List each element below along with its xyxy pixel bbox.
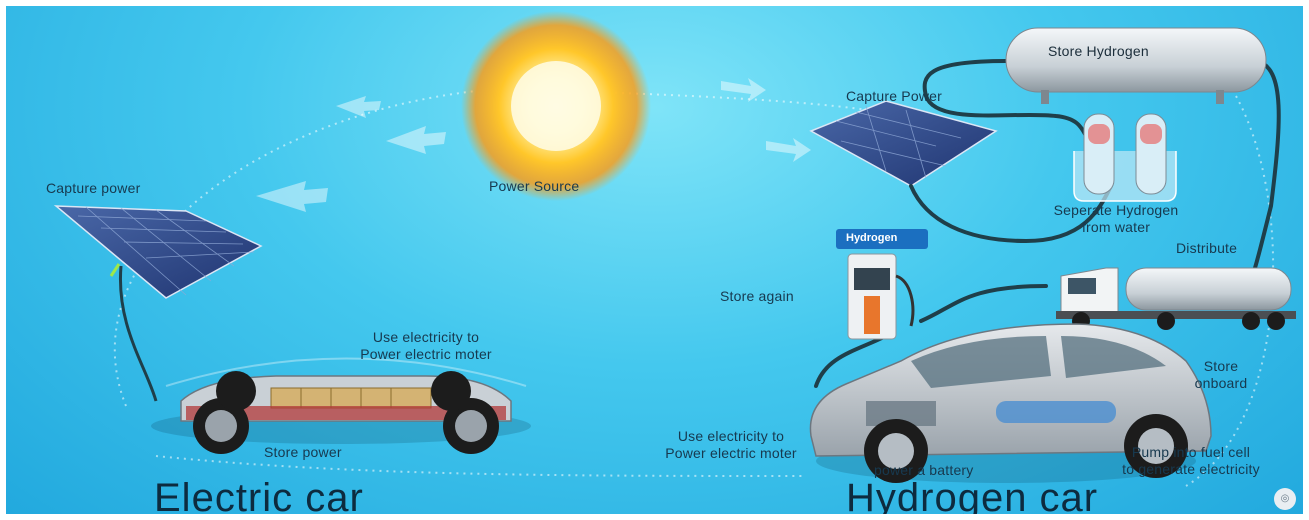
pump-sign-text: Hydrogen [846, 232, 898, 244]
label-store-hydrogen: Store Hydrogen [1048, 43, 1149, 59]
label-separate-line2: from water [1081, 219, 1151, 235]
label-use-electricity-left-line2: Power electric moter [360, 346, 492, 362]
label-store-onboard-line2: onboard [1194, 375, 1248, 391]
light-arrows-right [721, 78, 811, 162]
label-store-again: Store again [720, 288, 794, 304]
label-capture-power-left: Capture power [46, 180, 141, 196]
electric-car-chassis-icon [151, 357, 531, 454]
label-use-electricity-right-line2: Power electric moter [665, 445, 797, 461]
hydrogen-vs-electric-diagram: Power Source Capture power Use electrici… [6, 6, 1303, 514]
sun-icon [461, 11, 651, 201]
label-capture-power-right: Capture Power [846, 88, 942, 104]
light-arrows-left [256, 96, 446, 212]
diagram-graphics [53, 11, 1296, 487]
label-use-electricity-right-line1: Use electricity to [677, 428, 785, 444]
label-store-onboard-line1: Store [1203, 358, 1239, 374]
label-store-power: Store power [264, 444, 342, 460]
label-pump-fuel-cell: Pump into fuel cell to generate electric… [1086, 444, 1296, 478]
electrolysis-cell-icon [1073, 113, 1177, 202]
label-pump-fuel-line1: Pump into fuel cell [1131, 444, 1251, 460]
label-distribute: Distribute [1176, 240, 1238, 256]
label-power-source: Power Source [489, 178, 580, 194]
label-use-electricity-right: Use electricity to Power electric moter [621, 428, 841, 462]
cable-left [118, 265, 158, 402]
solar-panel-left-icon [53, 205, 263, 299]
hydrogen-car-icon [809, 323, 1212, 483]
solar-panel-right-icon [809, 100, 998, 187]
watermark-badge-icon: ◎ [1274, 488, 1296, 510]
hydrogen-tank-icon [1005, 27, 1267, 104]
label-separate-hydrogen: Seperate Hydrogen from water [1006, 202, 1226, 236]
label-use-electricity-left: Use electricity to Power electric moter [306, 329, 546, 363]
title-electric-car: Electric car [154, 476, 364, 514]
label-pump-fuel-line2: to generate electricity [1122, 461, 1260, 477]
label-use-electricity-left-line1: Use electricity to [372, 329, 480, 345]
pipes [814, 59, 1281, 388]
hydrogen-pump-icon [836, 229, 928, 340]
tanker-truck-icon [1056, 267, 1296, 330]
label-power-battery: power a battery [874, 462, 974, 478]
title-hydrogen-car: Hydrogen car [846, 476, 1099, 514]
label-separate-line1: Seperate Hydrogen [1053, 202, 1179, 218]
label-store-onboard: Store onboard [1186, 358, 1256, 392]
dotted-flow-lines [113, 90, 1275, 487]
